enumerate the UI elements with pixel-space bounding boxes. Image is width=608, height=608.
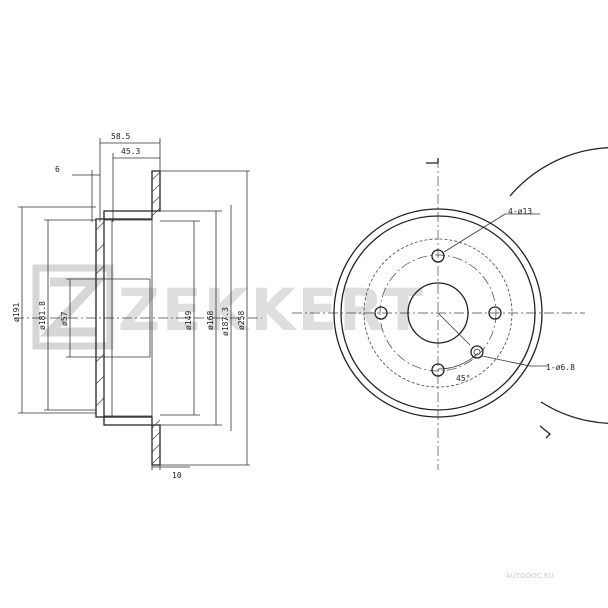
watermark-credit: AUTODOC.RU — [506, 572, 554, 580]
watermark-brand: ZEKKERT — [118, 276, 425, 344]
dim-57: ø57 — [60, 311, 69, 326]
leader-bolt-holes — [443, 213, 540, 253]
watermark-logo-z — [39, 277, 107, 337]
dim-181-8: ø181.8 — [38, 301, 47, 330]
dim-6: 6 — [55, 165, 60, 174]
bolt-hole-bottom — [431, 363, 445, 377]
dim-10: 10 — [172, 471, 182, 480]
leader-small-hole — [481, 355, 548, 367]
angle-ray — [437, 312, 471, 346]
disc-hat-dashed — [363, 238, 513, 388]
callout-bolt-holes: 4-ø13 — [508, 207, 532, 216]
angle-arc — [437, 352, 479, 370]
disc-friction-inner — [340, 215, 536, 411]
dim-58-5: 58.5 — [111, 132, 130, 141]
disc-outer-arc — [509, 147, 608, 424]
side-view: 58.5 45.3 6 10 ø191 ø181.8 ø57 ø149 ø168… — [12, 132, 262, 480]
dim-187-3: ø187.3 — [221, 307, 230, 336]
dim-168: ø168 — [206, 311, 215, 330]
callout-small-hole: 1-ø6.8 — [546, 363, 575, 372]
disc-friction-outer — [333, 208, 543, 418]
dim-258: ø258 — [237, 311, 246, 330]
extension-lines — [18, 138, 250, 470]
bolt-hole-top — [431, 249, 445, 263]
disc-bolt-circle — [379, 254, 497, 372]
dim-45-3: 45.3 — [121, 147, 140, 156]
disc-center-bore — [407, 282, 469, 344]
section-mark-top — [426, 158, 439, 164]
small-hole — [470, 345, 484, 359]
watermark-logo-box — [32, 264, 114, 350]
section-mark-bottom — [539, 425, 551, 439]
bolt-hole-right — [488, 306, 502, 320]
section-hatching — [95, 171, 161, 465]
dim-191: ø191 — [12, 303, 21, 322]
front-view: 4-ø13 1-ø6.8 45° — [292, 147, 608, 470]
bolt-hole-left — [374, 306, 388, 320]
watermark: ZEKKERT AUTODOC.RU — [32, 264, 554, 580]
callout-angle: 45° — [456, 374, 470, 383]
small-hole-inner — [473, 348, 481, 356]
hat-inner-outline — [103, 219, 153, 417]
dim-149: ø149 — [184, 311, 193, 330]
